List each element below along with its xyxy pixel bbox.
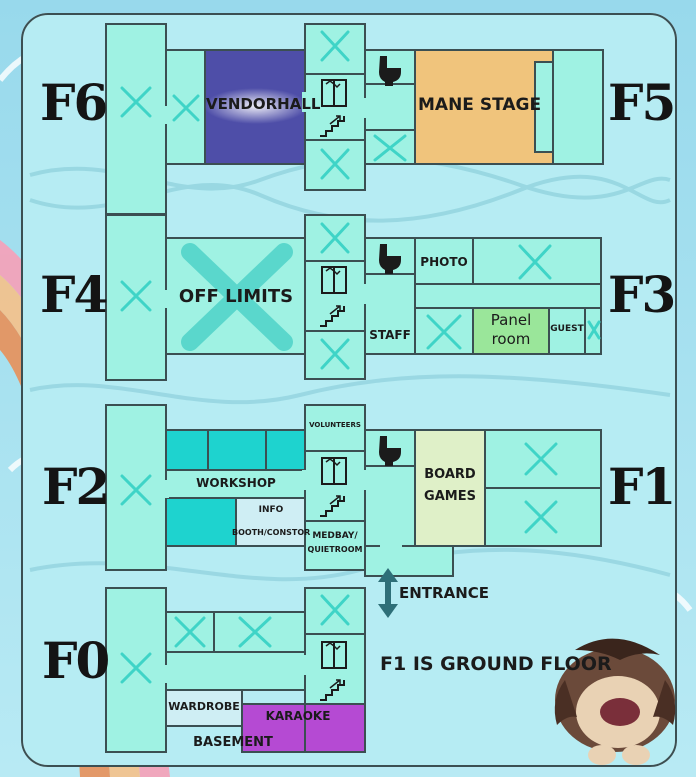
toilet-icon: [379, 56, 401, 86]
volunteers-label: VOLUNTEERS: [309, 421, 361, 429]
toilet-icon: [379, 244, 401, 274]
mane-stage-label: MANE STAGE: [418, 95, 542, 115]
staff-label: STAFF: [369, 328, 411, 342]
guest-room[interactable]: [548, 307, 586, 355]
floor-label-f0: F0: [42, 631, 110, 690]
panel-room-label-1: Panel: [490, 311, 532, 329]
mane-stage-room[interactable]: [414, 49, 554, 165]
board-games-label-2: GAMES: [424, 489, 476, 504]
workshop-room-2[interactable]: [207, 429, 267, 471]
basement-label: BASEMENT: [193, 735, 273, 750]
vendorhall-glow: [204, 88, 308, 124]
floor-label-f3: F3: [608, 265, 676, 324]
f5-end-room: [552, 49, 604, 165]
workshop-room-1[interactable]: [165, 429, 209, 471]
entrance-hall[interactable]: [364, 545, 454, 577]
ground-floor-note: F1 IS GROUND FLOOR: [380, 653, 612, 675]
stairs-icon: [320, 305, 345, 327]
info-label-2: BOOTH/CONSTOR: [232, 528, 311, 537]
guest-label: GUEST: [550, 324, 584, 334]
info-label-1: INFO: [258, 505, 284, 515]
f0-room-2: [213, 611, 307, 653]
stairs-icon: [320, 115, 345, 137]
off-limits-label: OFF LIMITS: [178, 286, 294, 307]
karaoke-label: KARAOKE: [265, 709, 331, 723]
unavailable-cross-marks: [120, 30, 601, 684]
f4-stairwell-room: [105, 214, 167, 381]
entrance-label: ENTRANCE: [399, 584, 489, 602]
vendorhall-label: VENDORHALL: [206, 95, 321, 113]
board-games-room[interactable]: [414, 429, 486, 547]
stairs-icon: [320, 495, 345, 517]
f6-core-bottom: [304, 139, 366, 191]
photo-label: PHOTO: [420, 255, 468, 269]
workshop-label: WORKSHOP: [196, 476, 276, 490]
elevator-icon: [321, 266, 347, 294]
karaoke-room[interactable]: [241, 703, 307, 753]
elevator-icon: [321, 457, 347, 485]
board-games-label-1: BOARD: [424, 467, 476, 482]
f3-corridor: [414, 283, 602, 309]
updown-arrow-icon: [378, 568, 398, 618]
mascot-pony: [554, 638, 676, 765]
f6-core-top: [304, 23, 366, 75]
stairs-icon: [320, 679, 345, 701]
elevator-icon: [321, 641, 347, 669]
f2-stairwell-room: [105, 404, 167, 571]
workshop-room-3[interactable]: [265, 429, 307, 471]
f5-corridor: [364, 83, 416, 131]
info-booth[interactable]: [235, 497, 307, 547]
elevator-icon: [321, 79, 347, 107]
floor-label-f5: F5: [608, 73, 676, 132]
panel-room[interactable]: [472, 307, 550, 355]
workshop-room-4[interactable]: [165, 497, 237, 547]
panel-room-label-2: room: [491, 330, 531, 348]
staff-room[interactable]: [364, 273, 416, 355]
floor-label-f1: F1: [608, 457, 676, 516]
toilet-icon: [379, 436, 401, 466]
f0-corridor: [165, 651, 307, 691]
f6-stairwell-room: [105, 23, 167, 215]
floor-label-f2: F2: [42, 457, 110, 516]
off-limits-cross: [181, 243, 293, 351]
medbay-room[interactable]: [304, 520, 366, 571]
floor-label-f4: F4: [40, 265, 108, 324]
block-f0: [105, 587, 366, 753]
wardrobe-label: WARDROBE: [168, 700, 240, 713]
f1-corridor: [364, 465, 416, 547]
floor-label-f6: F6: [40, 73, 108, 132]
medbay-label-2: QUIETROOM: [307, 545, 363, 554]
medbay-label-1: MEDBAY/: [312, 531, 358, 541]
